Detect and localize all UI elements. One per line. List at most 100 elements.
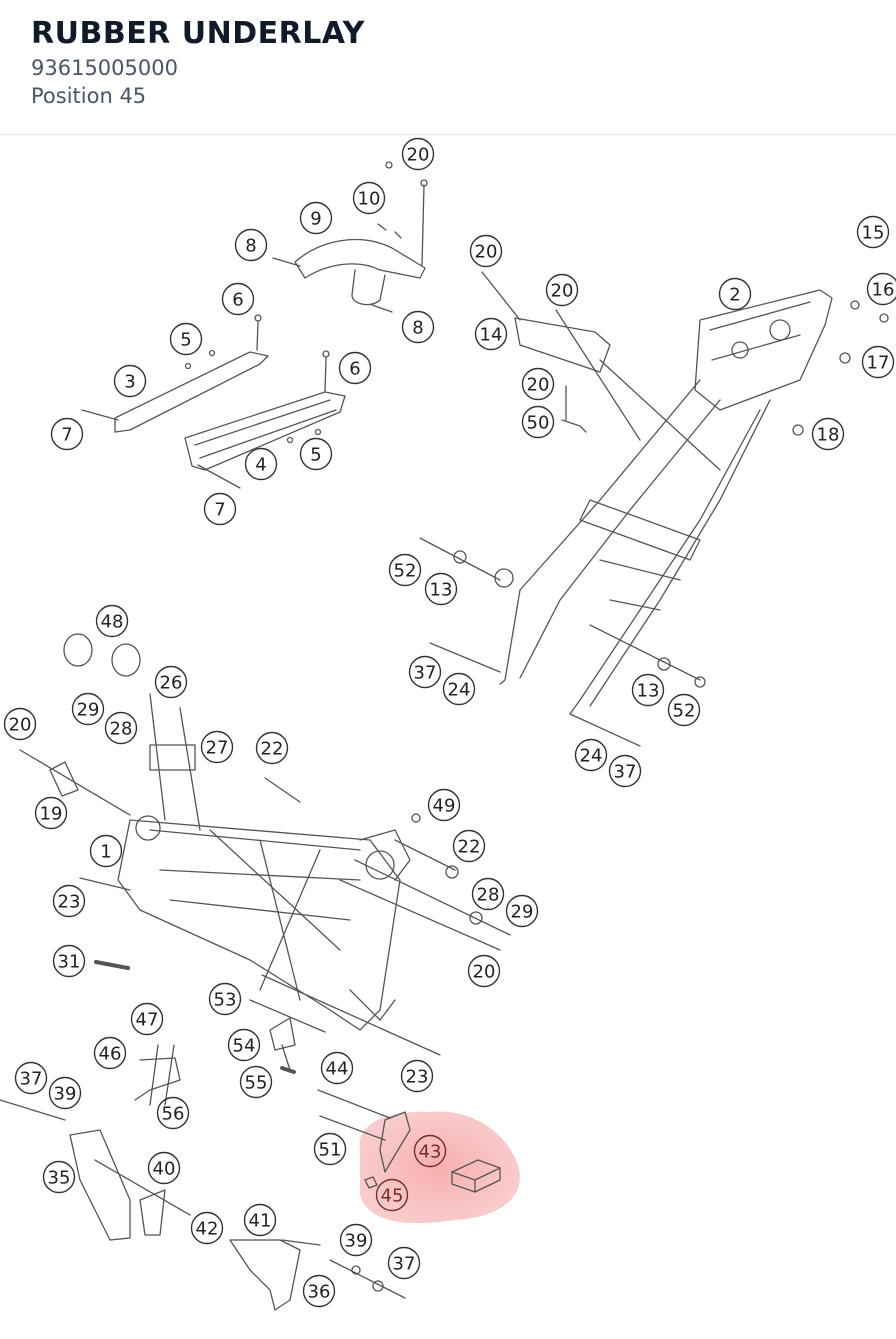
callout-15[interactable]: 15 — [858, 217, 889, 248]
callout-46[interactable]: 46 — [95, 1038, 126, 1069]
callout-6[interactable]: 6 — [340, 353, 371, 384]
callout-20[interactable]: 20 — [469, 956, 500, 987]
callout-number: 22 — [458, 837, 481, 858]
callout-37[interactable]: 37 — [610, 756, 641, 787]
callout-8[interactable]: 8 — [236, 230, 267, 261]
callout-37[interactable]: 37 — [410, 657, 441, 688]
callout-number: 5 — [180, 330, 191, 351]
callout-24[interactable]: 24 — [576, 740, 607, 771]
callout-number: 35 — [48, 1168, 71, 1189]
callout-13[interactable]: 13 — [633, 675, 664, 706]
callout-54[interactable]: 54 — [229, 1030, 260, 1061]
callout-18[interactable]: 18 — [813, 419, 844, 450]
part-header: RUBBER UNDERLAY 93615005000 Position 45 — [0, 0, 896, 135]
callout-10[interactable]: 10 — [354, 183, 385, 214]
callout-52[interactable]: 52 — [390, 555, 421, 586]
callout-number: 20 — [475, 242, 498, 263]
callout-51[interactable]: 51 — [315, 1134, 346, 1165]
callout-7[interactable]: 7 — [52, 419, 83, 450]
callout-39[interactable]: 39 — [341, 1225, 372, 1256]
callout-number: 23 — [58, 892, 81, 913]
callout-16[interactable]: 16 — [868, 274, 896, 305]
callout-29[interactable]: 29 — [73, 694, 104, 725]
callout-number: 3 — [124, 372, 135, 393]
callout-number: 2 — [729, 285, 740, 306]
callout-number: 40 — [153, 1159, 176, 1180]
callout-8[interactable]: 8 — [403, 312, 434, 343]
callout-6[interactable]: 6 — [223, 284, 254, 315]
callout-number: 36 — [308, 1282, 331, 1303]
callout-5[interactable]: 5 — [171, 324, 202, 355]
callout-20[interactable]: 20 — [403, 139, 434, 170]
callout-31[interactable]: 31 — [54, 946, 85, 977]
callout-number: 39 — [345, 1231, 368, 1252]
callout-number: 13 — [637, 681, 660, 702]
callout-53[interactable]: 53 — [210, 984, 241, 1015]
callout-39[interactable]: 39 — [50, 1078, 81, 1109]
callout-20[interactable]: 20 — [547, 275, 578, 306]
callout-52[interactable]: 52 — [669, 695, 700, 726]
callout-7[interactable]: 7 — [205, 494, 236, 525]
callout-44[interactable]: 44 — [322, 1053, 353, 1084]
callout-29[interactable]: 29 — [507, 896, 538, 927]
callout-20[interactable]: 20 — [5, 709, 36, 740]
callout-number: 37 — [393, 1254, 416, 1275]
callout-27[interactable]: 27 — [202, 732, 233, 763]
callout-number: 29 — [511, 902, 534, 923]
callout-36[interactable]: 36 — [304, 1276, 335, 1307]
callout-number: 6 — [232, 290, 243, 311]
callout-number: 48 — [101, 612, 124, 633]
callout-20[interactable]: 20 — [523, 369, 554, 400]
callout-55[interactable]: 55 — [241, 1067, 272, 1098]
callout-49[interactable]: 49 — [429, 790, 460, 821]
callout-number: 16 — [872, 280, 895, 301]
callout-48[interactable]: 48 — [97, 606, 128, 637]
callout-number: 43 — [419, 1142, 442, 1163]
callout-number: 20 — [473, 962, 496, 983]
callout-26[interactable]: 26 — [156, 667, 187, 698]
callout-56[interactable]: 56 — [158, 1098, 189, 1129]
callout-22[interactable]: 22 — [454, 831, 485, 862]
callout-41[interactable]: 41 — [245, 1205, 276, 1236]
callout-3[interactable]: 3 — [115, 366, 146, 397]
callout-23[interactable]: 23 — [54, 886, 85, 917]
callout-35[interactable]: 35 — [44, 1162, 75, 1193]
callout-number: 20 — [527, 375, 550, 396]
callout-17[interactable]: 17 — [863, 347, 894, 378]
callout-5[interactable]: 5 — [301, 439, 332, 470]
callout-9[interactable]: 9 — [301, 203, 332, 234]
callout-13[interactable]: 13 — [426, 574, 457, 605]
callout-number: 14 — [480, 325, 503, 346]
callout-22[interactable]: 22 — [257, 733, 288, 764]
callout-37[interactable]: 37 — [16, 1063, 47, 1094]
callout-37[interactable]: 37 — [389, 1248, 420, 1279]
callout-number: 19 — [40, 804, 63, 825]
callout-28[interactable]: 28 — [473, 879, 504, 910]
callout-40[interactable]: 40 — [149, 1153, 180, 1184]
callout-4[interactable]: 4 — [246, 449, 277, 480]
callout-number: 20 — [9, 715, 32, 736]
callout-number: 37 — [414, 663, 437, 684]
callout-number: 28 — [110, 719, 133, 740]
callout-23[interactable]: 23 — [402, 1061, 433, 1092]
callout-number: 53 — [214, 990, 237, 1011]
callout-20[interactable]: 20 — [471, 236, 502, 267]
callout-47[interactable]: 47 — [132, 1004, 163, 1035]
callout-42[interactable]: 42 — [192, 1213, 223, 1244]
callout-50[interactable]: 50 — [523, 407, 554, 438]
callout-28[interactable]: 28 — [106, 713, 137, 744]
callout-19[interactable]: 19 — [36, 798, 67, 829]
callout-14[interactable]: 14 — [476, 319, 507, 350]
callout-24[interactable]: 24 — [444, 674, 475, 705]
callout-number: 37 — [20, 1069, 43, 1090]
callout-2[interactable]: 2 — [720, 279, 751, 310]
callout-number: 52 — [394, 561, 417, 582]
callout-number: 9 — [310, 209, 321, 230]
callout-number: 8 — [412, 318, 423, 339]
callout-1[interactable]: 1 — [91, 836, 122, 867]
callout-number: 39 — [54, 1084, 77, 1105]
part-title: RUBBER UNDERLAY — [31, 16, 365, 51]
callout-number: 46 — [99, 1044, 122, 1065]
callout-number: 5 — [310, 445, 321, 466]
part-number: 93615005000 — [31, 56, 178, 80]
